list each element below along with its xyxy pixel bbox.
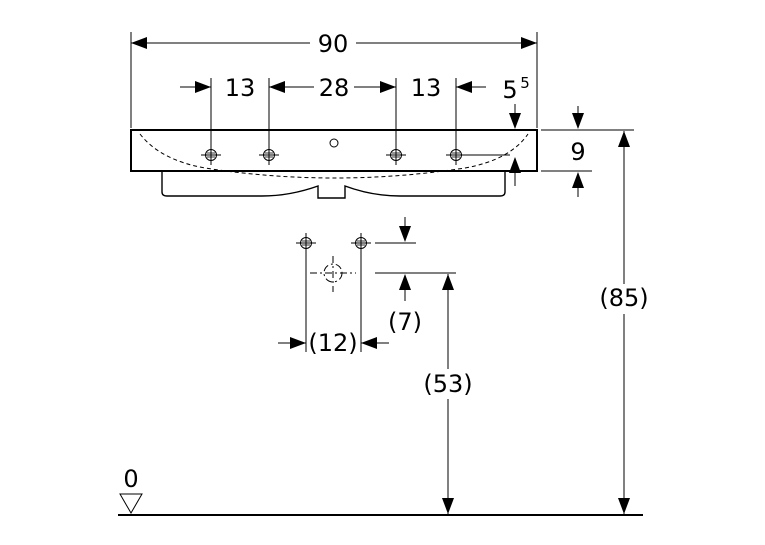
label-overall-width: 90 (318, 30, 349, 58)
dimension-outlet-height: (53) (423, 274, 473, 514)
dimension-outlet-spacing: (12) (278, 253, 389, 357)
dimension-rim-height-floor: (85) (599, 131, 649, 514)
label-outlet-drop: (7) (388, 308, 422, 336)
label-rim-height: 9 (570, 138, 585, 166)
washbasin-body (130, 129, 538, 199)
dimension-rim-height: 9 (541, 106, 634, 197)
dimension-overall-width: 90 (130, 30, 538, 128)
label-rim-height-floor: (85) (599, 284, 648, 312)
waste-outlet-center (310, 256, 356, 292)
label-outlet-spacing: (12) (308, 329, 357, 357)
label-rim-offset: 5 (502, 76, 517, 104)
label-edge-right: 13 (411, 74, 442, 102)
label-tap-spacing: 28 (319, 74, 350, 102)
label-rim-offset-superscript: 5 (520, 74, 530, 92)
dimension-tap-spacing: 13 28 13 5 5 (180, 74, 530, 186)
label-outlet-height: (53) (423, 370, 472, 398)
dimension-outlet-drop: (7) (375, 217, 456, 336)
tap-hole-markers (200, 144, 467, 166)
supply-outlet-markers (295, 232, 372, 292)
floor-reference: 0 (118, 465, 643, 516)
label-edge-left: 13 (225, 74, 256, 102)
label-floor-level: 0 (123, 465, 138, 493)
